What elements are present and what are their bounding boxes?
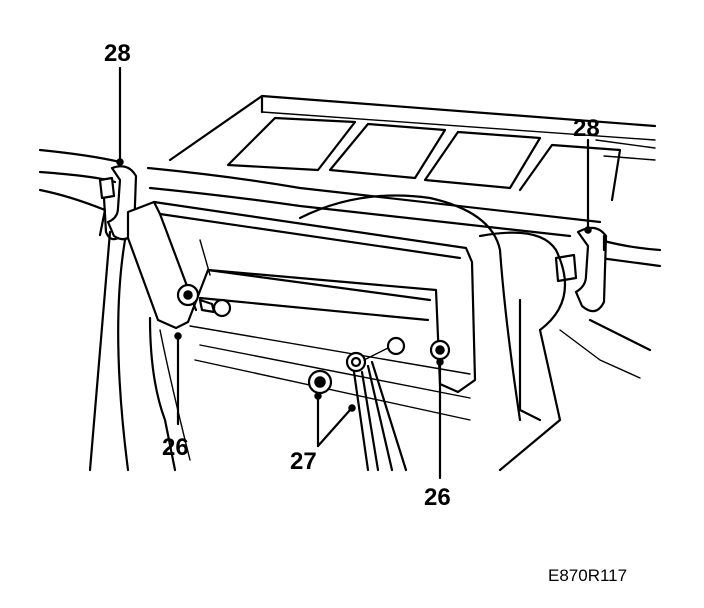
strap-bracket [352, 360, 408, 472]
carrier-beam [126, 200, 477, 421]
rear-panel-grille [168, 94, 657, 202]
callout-28-left: 28 [104, 40, 131, 67]
support-bracket-left [88, 230, 191, 472]
callout-26-left: 26 [162, 434, 189, 461]
leader-lines [116, 66, 592, 480]
duct [298, 194, 652, 472]
bolt-left-26 [176, 283, 232, 318]
nut-27 [307, 369, 333, 395]
figure-reference: E870R117 [548, 566, 627, 585]
clip-right-28 [554, 226, 608, 313]
washer-bracket [345, 336, 406, 373]
callout-26-right: 26 [424, 484, 451, 511]
callout-27: 27 [290, 448, 317, 475]
callout-28-right: 28 [573, 115, 600, 142]
bolt-right-26 [429, 339, 451, 361]
